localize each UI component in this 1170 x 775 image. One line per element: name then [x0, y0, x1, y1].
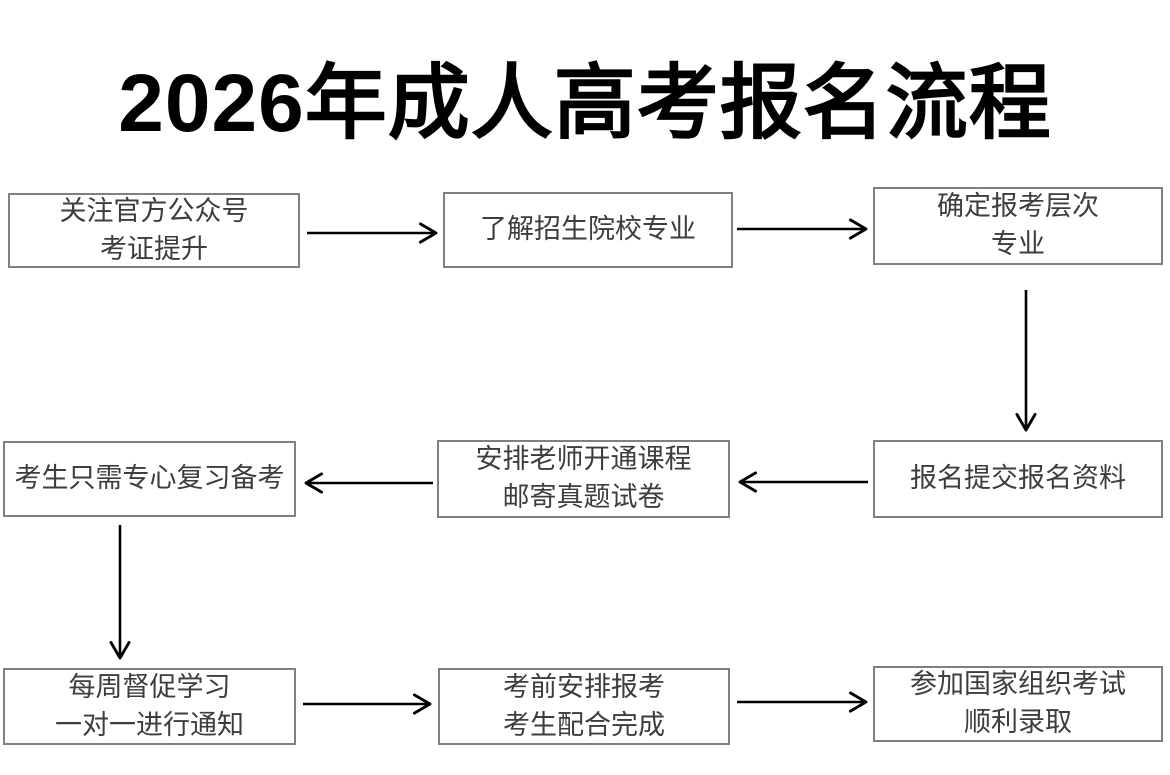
page-title: 2026年成人高考报名流程	[118, 58, 1052, 149]
flow-node-learn-schools-majors: 了解招生院校专业	[443, 192, 733, 268]
node-line: 安排老师开通课程	[475, 444, 692, 475]
node-line: 每周督促学习	[68, 671, 231, 702]
node-line: 确定报考层次	[937, 191, 1099, 222]
node-line: 关注官方公众号	[59, 195, 249, 226]
node-line: 报名提交报名资料	[910, 463, 1126, 494]
node-line: 考证提升	[100, 233, 208, 264]
node-line: 考前安排报考	[503, 671, 665, 702]
node-line: 邮寄真题试卷	[502, 482, 665, 512]
flow-node-submit-registration: 报名提交报名资料	[873, 440, 1163, 518]
flow-node-follow-official-account: 关注官方公众号 考证提升	[8, 193, 300, 268]
flow-node-weekly-supervision: 每周督促学习 一对一进行通知	[3, 668, 296, 745]
node-line: 考生只需专心复习备考	[14, 463, 285, 494]
flow-node-pre-exam-arrangement: 考前安排报考 考生配合完成	[438, 668, 730, 745]
node-line: 顺利录取	[964, 707, 1072, 737]
node-line: 一对一进行通知	[55, 709, 244, 740]
node-line: 参加国家组织考试	[910, 669, 1126, 700]
node-line: 了解招生院校专业	[480, 214, 696, 245]
flow-node-focus-on-review: 考生只需专心复习备考	[3, 441, 296, 517]
flow-node-take-national-exam: 参加国家组织考试 顺利录取	[873, 666, 1163, 742]
flow-node-teacher-opens-course: 安排老师开通课程 邮寄真题试卷	[437, 440, 730, 518]
node-line: 考生配合完成	[503, 709, 665, 740]
flow-node-confirm-level-major: 确定报考层次 专业	[873, 187, 1163, 265]
node-line: 专业	[991, 229, 1045, 259]
